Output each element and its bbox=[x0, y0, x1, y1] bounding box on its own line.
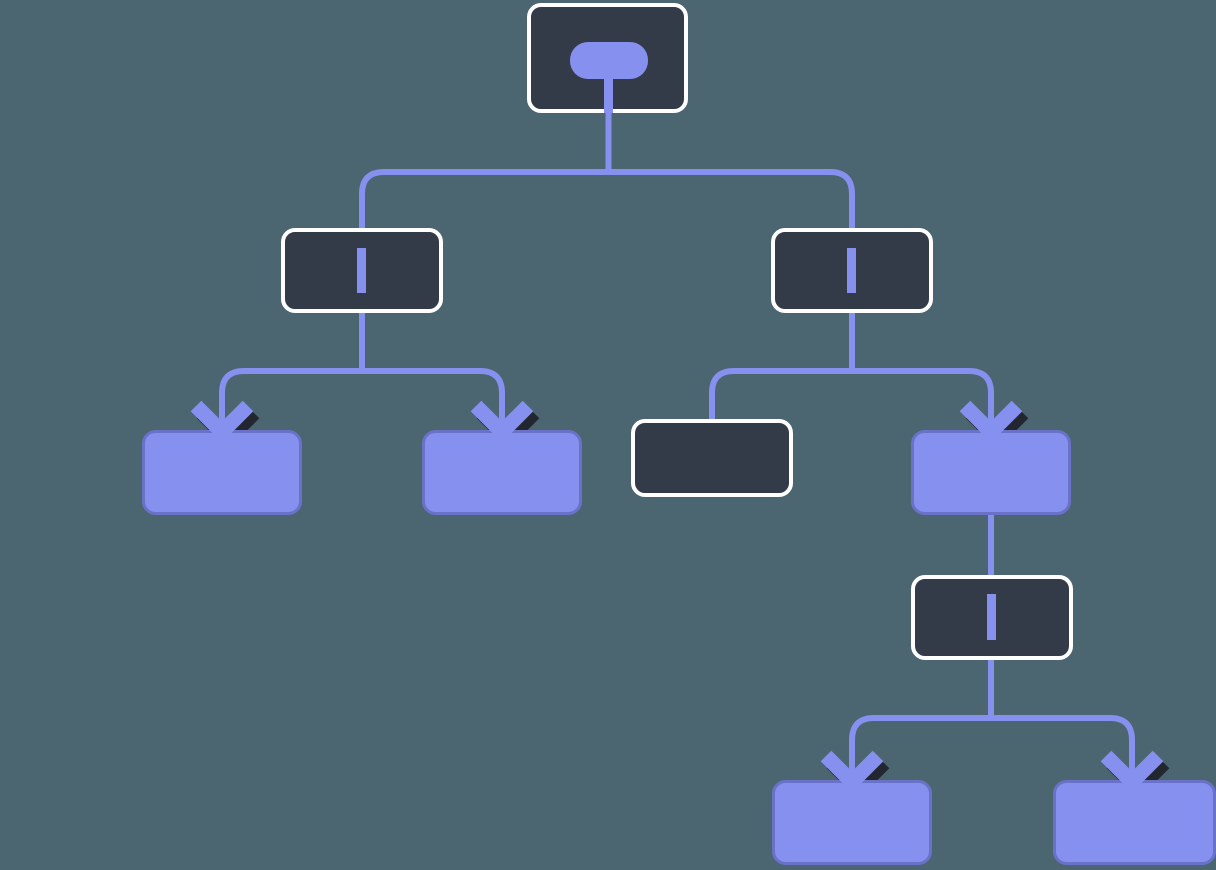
root-node[interactable] bbox=[527, 3, 688, 113]
level4-leaf-one[interactable] bbox=[772, 780, 932, 865]
edge-level1-right-to-dark-leaf[interactable] bbox=[709, 368, 852, 422]
level2-leaf-two[interactable] bbox=[422, 430, 582, 515]
edge-root-to-level1-right[interactable] bbox=[608, 169, 855, 234]
level3-dark-node-bar-icon bbox=[987, 594, 996, 640]
level2-dark-leaf[interactable] bbox=[631, 419, 793, 497]
connector-layer bbox=[219, 108, 1135, 782]
level3-dark-node[interactable] bbox=[911, 575, 1073, 660]
level2-branch-node[interactable] bbox=[911, 430, 1071, 515]
level2-leaf-one-box[interactable] bbox=[142, 430, 302, 515]
arrowhead-layer bbox=[190, 392, 1164, 793]
node-layer bbox=[142, 3, 1216, 865]
edge-level3-to-leaf-one[interactable] bbox=[849, 715, 991, 782]
level4-leaf-one-box[interactable] bbox=[772, 780, 932, 865]
level2-leaf-two-box[interactable] bbox=[422, 430, 582, 515]
level1-right-node-bar-icon bbox=[847, 248, 856, 293]
level1-right-node[interactable] bbox=[771, 228, 933, 313]
root-node-stem-icon bbox=[604, 78, 613, 113]
root-node-pill-icon bbox=[570, 42, 648, 79]
level2-branch-node-box[interactable] bbox=[911, 430, 1071, 515]
edge-root-to-level1-left[interactable] bbox=[359, 169, 609, 234]
level2-dark-leaf-box[interactable] bbox=[631, 419, 793, 497]
level2-leaf-one[interactable] bbox=[142, 430, 302, 515]
edge-level3-to-leaf-two[interactable] bbox=[991, 715, 1135, 782]
level4-leaf-two-box[interactable] bbox=[1053, 780, 1216, 865]
level1-left-node-bar-icon bbox=[357, 248, 366, 293]
level4-leaf-two[interactable] bbox=[1053, 780, 1216, 865]
level1-left-node[interactable] bbox=[281, 228, 443, 313]
